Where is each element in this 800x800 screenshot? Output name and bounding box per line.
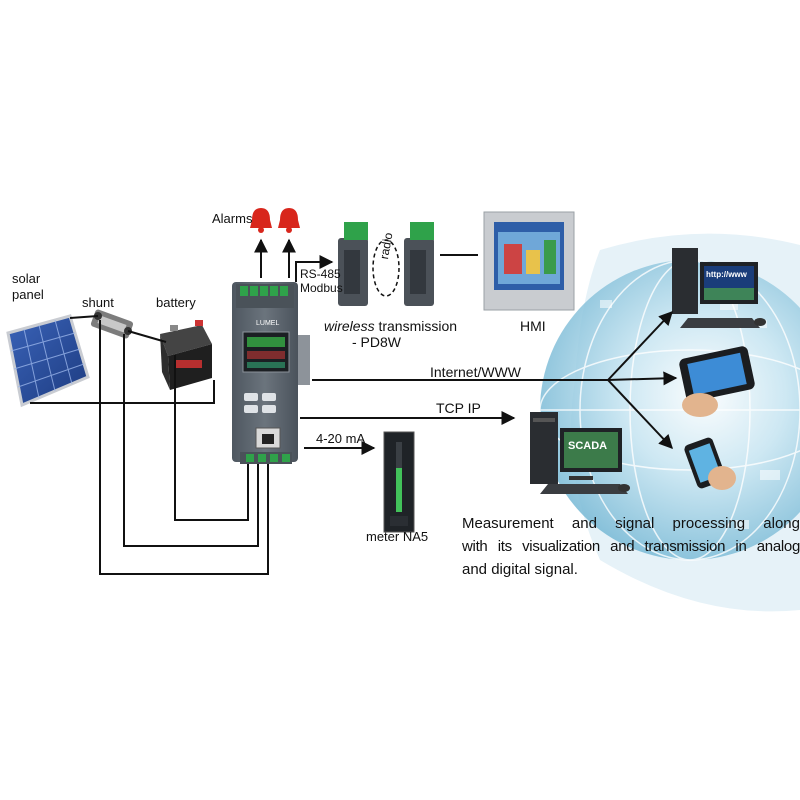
solar-panel-label-line2: panel bbox=[12, 287, 44, 302]
hmi-label: HMI bbox=[520, 318, 546, 334]
wireless-module-icon bbox=[338, 222, 434, 306]
smartphone-icon bbox=[684, 437, 736, 490]
radio-link bbox=[372, 239, 400, 297]
description-line-2: with its visualization and transmission … bbox=[462, 538, 800, 555]
battery-label: battery bbox=[156, 295, 196, 310]
internet-label: Internet/WWW bbox=[430, 364, 522, 380]
tablet-icon bbox=[679, 346, 755, 417]
meter-label: meter NA5 bbox=[366, 529, 429, 544]
bargraph-meter-icon bbox=[383, 431, 415, 533]
shunt-label: shunt bbox=[82, 295, 114, 310]
description-line-1: Measurement and signal processing along bbox=[462, 515, 800, 532]
rs485-label: RS-485 bbox=[300, 267, 341, 281]
current-loop-label: 4-20 mA bbox=[316, 431, 366, 446]
solar-panel-icon bbox=[6, 314, 90, 408]
transducer-device-icon bbox=[232, 282, 310, 464]
solar-panel-label-line1: solar bbox=[12, 271, 41, 286]
battery-icon bbox=[160, 320, 212, 390]
web-screen-label: http://www bbox=[706, 270, 747, 279]
shunt-icon bbox=[90, 309, 134, 339]
pd8w-label: - PD8W bbox=[352, 334, 401, 350]
description-line-3: and digital signal. bbox=[462, 561, 578, 578]
signal-lines bbox=[254, 238, 678, 455]
description-text: Measurement and signal processing along … bbox=[462, 512, 800, 581]
wireless-transmission-label: wireless transmission bbox=[324, 318, 458, 334]
alarms-label: Alarms bbox=[212, 211, 253, 226]
web-computer-icon bbox=[672, 248, 766, 328]
scada-computer-icon bbox=[530, 412, 630, 494]
wiring-lines bbox=[30, 315, 269, 575]
tcpip-label: TCP IP bbox=[436, 400, 481, 416]
hmi-panel-icon bbox=[483, 211, 575, 311]
scada-screen-label: SCADA bbox=[568, 440, 608, 452]
alarm-bell-icon bbox=[250, 208, 300, 233]
device-brand-label: LUMEL bbox=[256, 320, 280, 327]
modbus-label: Modbus bbox=[300, 281, 343, 295]
